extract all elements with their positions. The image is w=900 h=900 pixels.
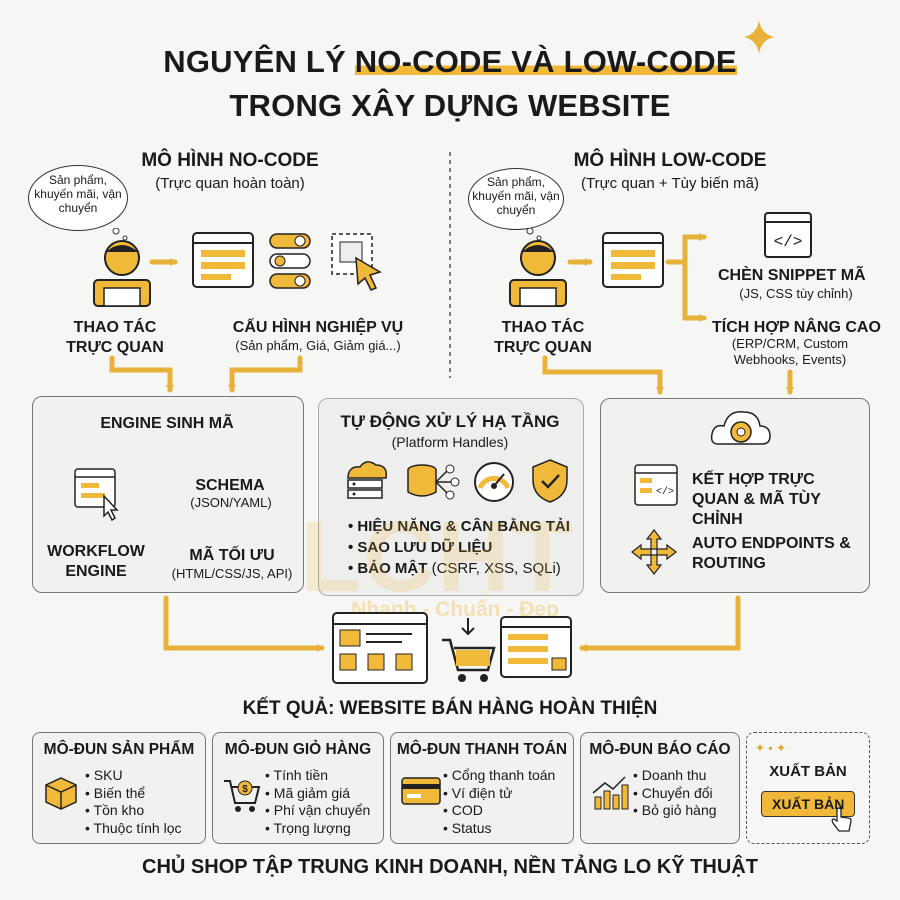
- shopping-cart-icon: [440, 616, 496, 689]
- click-form-icon: [74, 468, 124, 527]
- lowcode-thought-bubble: Sản phẩm, khuyến mãi, vận chuyển: [468, 168, 564, 230]
- cloud-gear-icon: [710, 406, 772, 457]
- routing-arrows-icon: [630, 528, 678, 581]
- nocode-config-sub: (Sản phẩm, Giá, Giảm giá...): [235, 338, 401, 353]
- module-item: Cổng thanh toán: [443, 767, 556, 785]
- database-network-icon: [404, 462, 462, 507]
- module-report-card: MÔ-ĐUN BÁO CÁO Doanh thu Chuyển đổi Bỏ g…: [580, 732, 740, 844]
- drag-drop-cursor-icon: [330, 232, 386, 297]
- integration-sub: (ERP/CRM, Custom Webhooks, Events): [731, 336, 849, 367]
- lowcode-action-label: THAO TÁC TRỰC QUAN: [494, 319, 592, 356]
- toggle-switches-icon: [268, 232, 312, 295]
- infra-item: BẢO MẬT (CSRF, XSS, SQLi): [348, 558, 570, 579]
- nocode-thought-bubble: Sản phẩm, khuyến mãi, vận chuyển: [28, 165, 128, 231]
- schema-label: SCHEMA: [195, 477, 265, 494]
- module-list: Cổng thanh toán Ví điện tử COD Status: [443, 767, 556, 838]
- svg-text:</>: </>: [774, 233, 803, 251]
- speedometer-icon: [472, 460, 516, 509]
- module-cart-card: MÔ-ĐUN GIỎ HÀNG $ Tính tiền Mã giảm giá …: [212, 732, 384, 844]
- nocode-action-label: THAO TÁC TRỰC QUAN: [66, 319, 164, 356]
- lowcode-heading: MÔ HÌNH LOW-CODE: [573, 150, 767, 171]
- infra-list: HIỆU NĂNG & CÂN BẰNG TẢI SAO LƯU DỮ LIỆU…: [348, 516, 570, 579]
- schema-sub: (JSON/YAML): [190, 495, 272, 510]
- title-highlight: NO-CODE VÀ LOW-CODE: [354, 44, 737, 79]
- bar-chart-icon: [591, 775, 629, 816]
- page-title-line2: TRONG XÂY DỰNG WEBSITE: [229, 88, 671, 123]
- module-item: Thuộc tính lọc: [85, 820, 182, 838]
- module-item: Biến thể: [85, 785, 181, 803]
- module-list: SKU Biến thể Tồn kho Thuộc tính lọc: [85, 767, 182, 838]
- module-item: Ví điện tử: [443, 785, 555, 803]
- module-item: Tồn kho: [85, 802, 181, 820]
- integration-label: TÍCH HỢP NÂNG CAO: [712, 319, 881, 336]
- module-product-card: MÔ-ĐUN SẢN PHẨM SKU Biến thể Tồn kho Thu…: [32, 732, 206, 844]
- module-item: Status: [443, 820, 555, 838]
- module-title: MÔ-ĐUN SẢN PHẨM: [43, 741, 195, 758]
- module-title: MÔ-ĐUN BÁO CÁO: [589, 741, 731, 758]
- snippet-label: CHÈN SNIPPET MÃ: [718, 267, 866, 284]
- module-item: Doanh thu: [633, 767, 717, 785]
- svg-text:$: $: [242, 784, 248, 795]
- cloud-server-icon: [338, 458, 390, 507]
- optimized-code-sub: (HTML/CSS/JS, API): [171, 566, 293, 581]
- engine-heading: ENGINE SINH MÃ: [100, 415, 234, 432]
- result-heading: KẾT QUẢ: WEBSITE BÁN HÀNG HOÀN THIỆN: [242, 698, 658, 719]
- lowcode-thought-text: Sản phẩm, khuyến mãi, vận chuyển: [472, 175, 560, 217]
- module-item: Trọng lượng: [265, 820, 370, 838]
- page-title-line1: NGUYÊN LÝ NO-CODE VÀ LOW-CODE: [163, 44, 737, 79]
- module-title: MÔ-ĐUN GIỎ HÀNG: [224, 741, 372, 758]
- confetti-icon: ✦ ▪ ✦: [755, 741, 787, 755]
- credit-card-icon: [401, 777, 441, 812]
- lowcode-subheading: (Trực quan + Tùy biến mã): [580, 175, 760, 192]
- publish-button[interactable]: XUẤT BẢN: [761, 791, 856, 817]
- publish-card: XUẤT BẢN XUẤT BẢN ✦ ▪ ✦: [746, 732, 870, 844]
- lowcode-ui-window-icon: [602, 232, 664, 293]
- box-icon: [43, 775, 79, 816]
- optimized-code-label: MÃ TỐI ƯU: [189, 547, 275, 564]
- thought-dots: [526, 227, 546, 247]
- module-item: Phí vận chuyển: [265, 802, 371, 820]
- footer-tagline: CHỦ SHOP TẬP TRUNG KINH DOANH, NỀN TẢNG …: [142, 856, 758, 878]
- module-list: Doanh thu Chuyển đổi Bỏ giỏ hàng: [633, 767, 717, 820]
- lowcode-user-icon: [508, 236, 568, 313]
- sparkle-icon: [744, 20, 774, 59]
- thought-dots: [112, 227, 132, 247]
- nocode-thought-text: Sản phẩm, khuyến mãi, vận chuyển: [34, 173, 122, 215]
- snippet-sub: (JS, CSS tùy chỉnh): [739, 286, 853, 301]
- watermark-logo: LCHT: [300, 501, 575, 613]
- cart-dollar-icon: $: [223, 775, 261, 818]
- module-item: Chuyển đổi: [633, 785, 717, 803]
- module-item: SKU: [85, 767, 181, 785]
- nocode-heading: MÔ HÌNH NO-CODE: [141, 150, 319, 171]
- security-shield-icon: [530, 458, 570, 509]
- nocode-user-icon: [92, 236, 152, 313]
- publish-label: XUẤT BẢN: [769, 763, 847, 780]
- infra-item: HIỆU NĂNG & CÂN BẰNG TẢI: [348, 516, 570, 537]
- module-payment-card: MÔ-ĐUN THANH TOÁN Cổng thanh toán Ví điệ…: [390, 732, 574, 844]
- infra-item: SAO LƯU DỮ LIỆU: [348, 537, 570, 558]
- nocode-config-label: CẤU HÌNH NGHIỆP VỤ: [232, 319, 404, 336]
- nocode-ui-window-icon: [192, 232, 254, 293]
- hybrid-combine-label: KẾT HỢP TRỰC QUAN & MÃ TÙY CHỈNH: [692, 471, 821, 528]
- module-item: COD: [443, 802, 555, 820]
- infra-heading: TỰ ĐỘNG XỬ LÝ HẠ TẦNG: [340, 412, 560, 431]
- module-title: MÔ-ĐUN THANH TOÁN: [396, 741, 568, 758]
- svg-text:</>: </>: [656, 486, 674, 498]
- storefront-window-icon: [332, 612, 428, 689]
- workflow-label: WORKFLOW ENGINE: [47, 543, 145, 580]
- checkout-window-icon: [500, 616, 572, 683]
- infra-sub: (Platform Handles): [391, 434, 509, 450]
- nocode-subheading: (Trực quan hoàn toàn): [155, 175, 305, 192]
- module-item: Tính tiền: [265, 767, 370, 785]
- module-item: Mã giảm giá: [265, 785, 370, 803]
- hybrid-endpoints-label: AUTO ENDPOINTS & ROUTING: [692, 535, 851, 572]
- visual-code-icon: </>: [634, 464, 678, 511]
- module-list: Tính tiền Mã giảm giá Phí vận chuyển Trọ…: [265, 767, 371, 838]
- code-window-icon: </>: [764, 212, 812, 263]
- hand-cursor-icon: [831, 807, 853, 838]
- module-item: Bỏ giỏ hàng: [633, 802, 717, 820]
